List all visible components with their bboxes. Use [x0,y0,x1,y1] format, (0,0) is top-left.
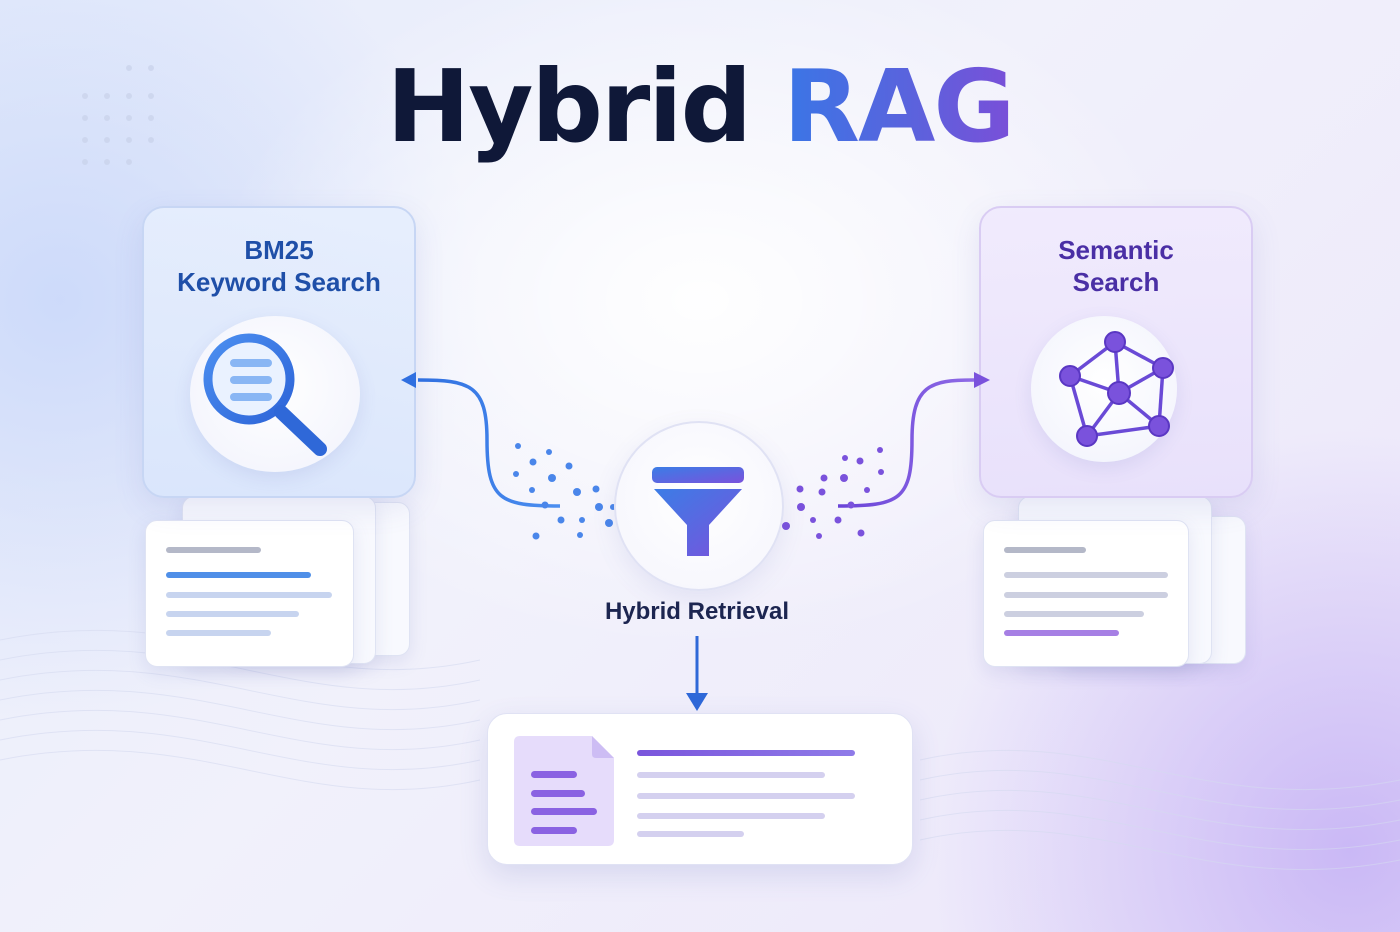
title-accent: RAG [782,48,1015,165]
document-icon [514,736,614,846]
hybrid-retrieval-label: Hybrid Retrieval [604,598,790,625]
keyword-flow-line [417,378,561,508]
dot-grid-decoration [82,65,154,165]
keyword-search-panel: BM25 Keyword Search [142,206,416,498]
keyword-arrow-head [401,372,416,388]
result-arrow-head [686,693,708,711]
hybrid-result-card [487,713,913,865]
semantic-search-panel: Semantic Search [979,206,1253,498]
result-line-2 [637,772,825,778]
page-title: Hybrid RAG [0,52,1400,162]
title-main: Hybrid [386,48,753,165]
graph-icon-backdrop [1031,316,1177,462]
funnel-icon [652,467,744,556]
keyword-search-title: BM25 Keyword Search [177,235,381,297]
result-line-3 [637,793,855,799]
magnifier-icon-backdrop [190,316,360,472]
hybrid-retrieval-node [614,421,784,591]
result-line-5 [637,831,744,837]
semantic-search-title: Semantic Search [1058,235,1174,297]
result-line-1 [637,750,855,756]
semantic-flow-line [837,378,975,508]
semantic-arrow-head [974,372,990,388]
magnifier-icon [203,333,327,456]
semantic-document-card [983,520,1189,667]
knowledge-graph-icon [1059,331,1174,447]
semantic-particles [763,447,884,539]
keyword-document-card [145,520,354,667]
result-line-4 [637,813,825,819]
